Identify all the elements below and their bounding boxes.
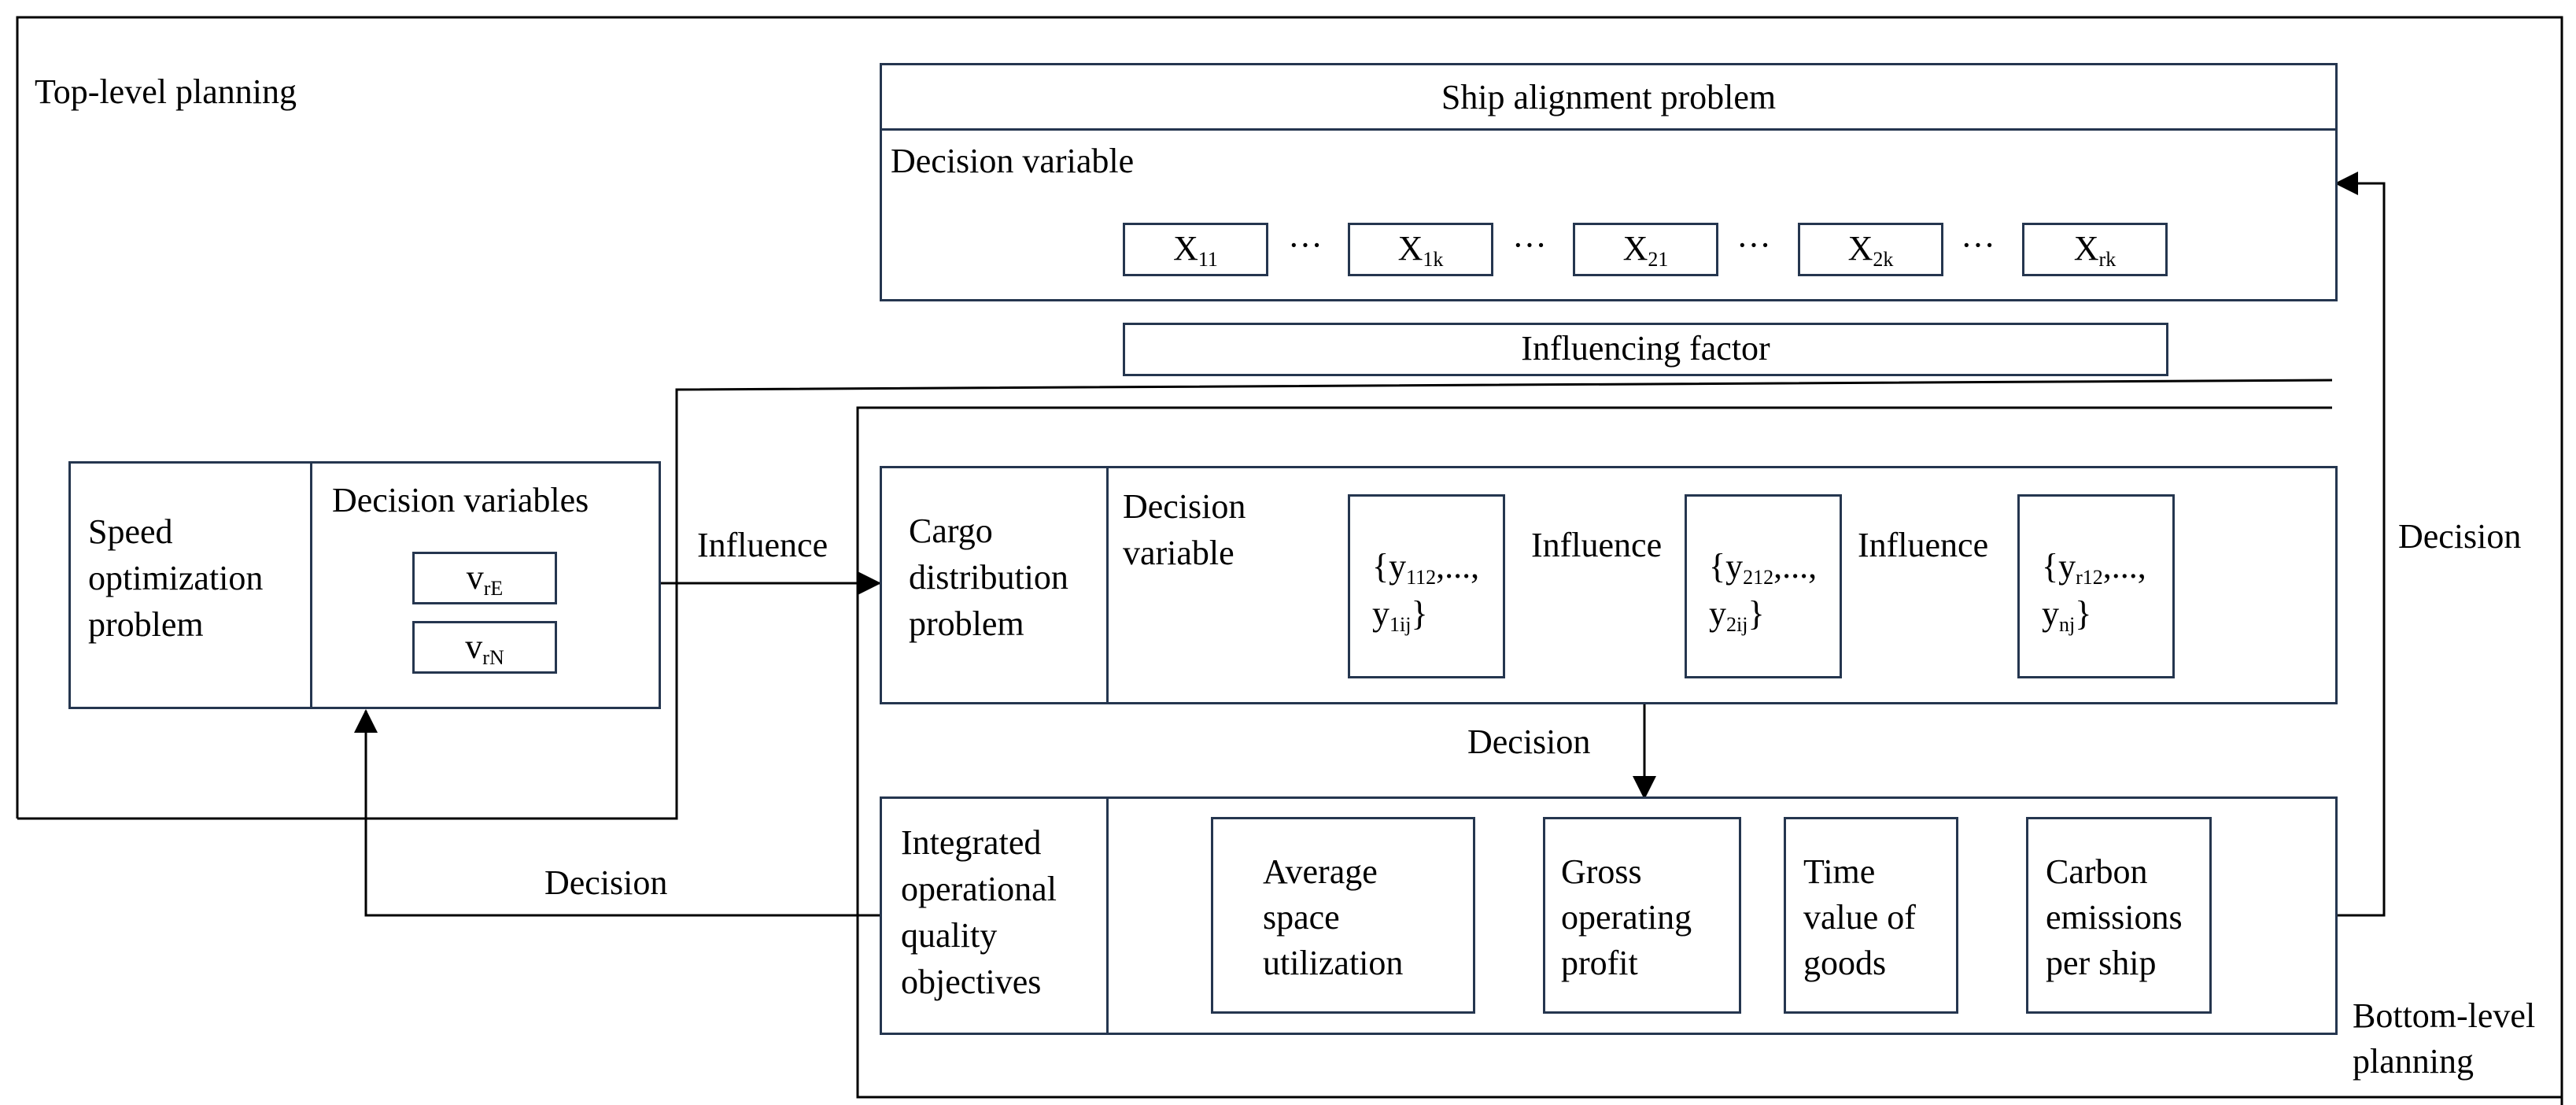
var-vre: vrE (412, 552, 557, 604)
cargo-problem-line3: problem (909, 604, 1024, 643)
var-x2k: X2k (1798, 223, 1943, 276)
ellipsis-1: ··· (1288, 226, 1323, 264)
decision-label-objectives-ship: Decision (2398, 517, 2522, 556)
var-x21: X21 (1573, 223, 1718, 276)
objective-gross-operating-profit: Gross operating profit (1543, 817, 1741, 1014)
ellipsis-2: ··· (1512, 226, 1547, 264)
decision-arrow-objectives-speed (354, 709, 882, 917)
ellipsis-3: ··· (1736, 226, 1771, 264)
speed-problem-line1: Speed (88, 512, 173, 551)
var-x11: X11 (1123, 223, 1268, 276)
decision-label-objectives-speed: Decision (544, 863, 668, 902)
top-level-frame-bottom (17, 379, 2333, 820)
cargo-decision-line2: variable (1123, 534, 1234, 572)
objectives-label-line4: objectives (901, 963, 1042, 1001)
ellipsis-4: ··· (1961, 226, 1995, 264)
bottom-level-planning-label-1: Bottom-level (2353, 996, 2536, 1035)
speed-decision-label: Decision variables (332, 481, 589, 519)
objective-time-value-of-goods: Time value of goods (1784, 817, 1958, 1014)
top-level-frame (16, 16, 2563, 1105)
decision-arrow-objectives-ship (2334, 172, 2386, 917)
objectives-label-line1: Integrated (901, 823, 1042, 862)
speed-problem-line3: problem (88, 605, 204, 644)
bottom-level-frame (856, 406, 2562, 1099)
top-level-planning-label: Top-level planning (35, 72, 297, 111)
var-xrk: Xrk (2022, 223, 2168, 276)
var-vrn: vrN (412, 621, 557, 674)
y-group-3: {yr12,..., ynj} (2017, 494, 2175, 678)
speed-problem-line2: optimization (88, 559, 264, 597)
influence-label-group1-group2: Influence (1531, 526, 1663, 564)
objectives-label-line3: quality (901, 916, 998, 955)
objective-carbon-emissions-per-ship: Carbon emissions per ship (2026, 817, 2212, 1014)
influence-label-speed-cargo: Influence (697, 526, 829, 564)
bottom-level-planning-label-2: planning (2353, 1042, 2474, 1081)
y-group-2: {y212,..., y2ij} (1685, 494, 1842, 678)
y-group-1: {y112,..., y1ij} (1348, 494, 1505, 678)
objective-average-space-utilization: Average space utilization (1211, 817, 1475, 1014)
cargo-problem-line2: distribution (909, 558, 1068, 597)
ship-alignment-title: Ship alignment problem (1441, 78, 1777, 116)
influence-label-group2-group3: Influence (1858, 526, 1989, 564)
decision-label-cargo-objectives: Decision (1467, 722, 1591, 761)
cargo-divider (1106, 466, 1109, 704)
ship-alignment-decision-label: Decision variable (891, 142, 1135, 180)
objectives-divider (1106, 796, 1109, 1035)
influencing-factor-box: Influencing factor (1123, 323, 2168, 376)
objectives-label-line2: operational (901, 870, 1057, 908)
speed-divider (310, 461, 312, 709)
cargo-problem-line1: Cargo (909, 512, 993, 550)
var-x1k: X1k (1348, 223, 1493, 276)
ship-alignment-divider (880, 128, 2338, 131)
speed-optimization-box (68, 461, 661, 709)
cargo-decision-line1: Decision (1123, 487, 1246, 526)
